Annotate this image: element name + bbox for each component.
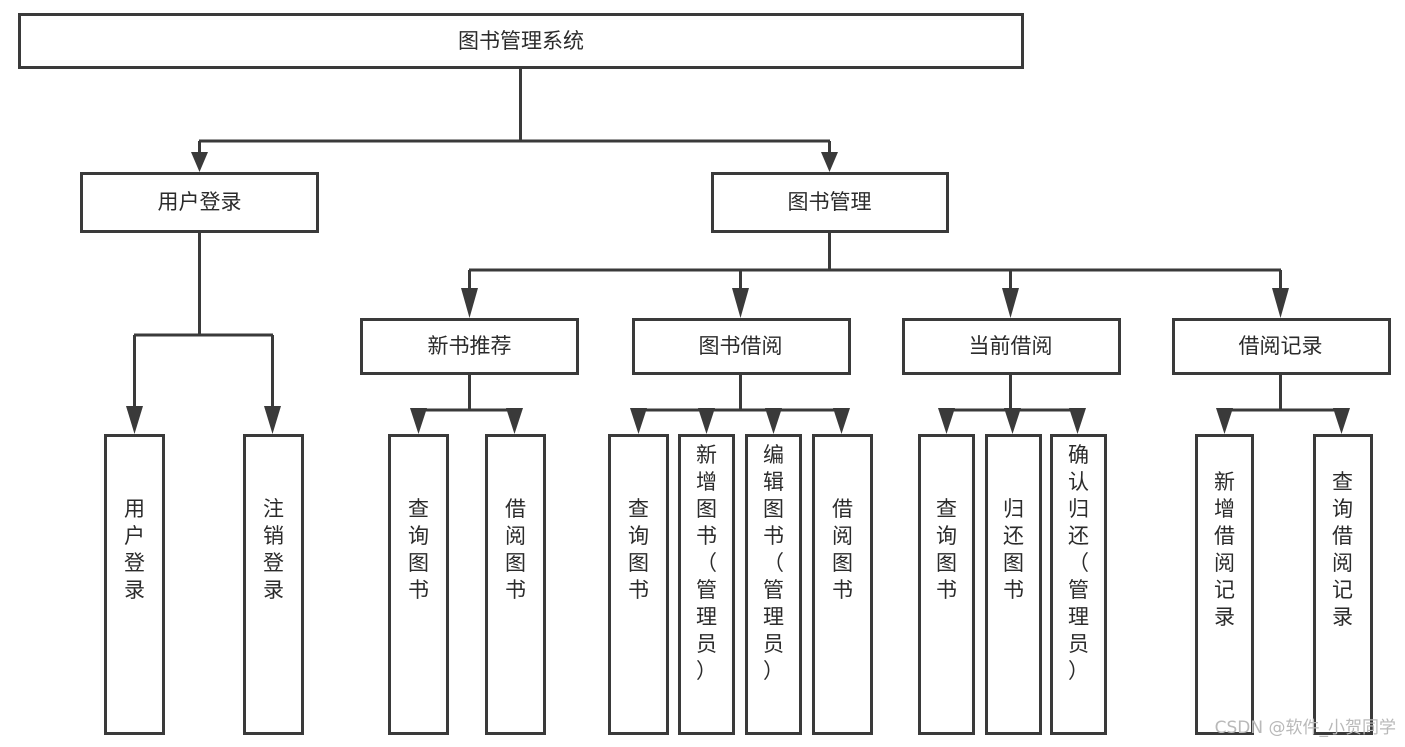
- node-leaf-borrow-book-1-box[interactable]: [485, 434, 546, 735]
- watermark-label: CSDN @软件_小贺同学: [1215, 718, 1396, 738]
- node-current-borrow[interactable]: 当前借阅: [902, 318, 1121, 375]
- node-leaf-add-borrow-record[interactable]: 新增借阅记录: [1195, 434, 1254, 735]
- node-borrow-record-label: 借阅记录: [1239, 334, 1323, 358]
- node-leaf-borrow-book-2-box[interactable]: [812, 434, 873, 735]
- arrow-head-leaf-query-book-2: [630, 408, 647, 434]
- node-leaf-query-book-3[interactable]: 查询图书: [918, 434, 975, 735]
- node-book-manage[interactable]: 图书管理: [711, 172, 949, 233]
- node-leaf-confirm-return[interactable]: 确认归还（管理员）: [1050, 434, 1107, 735]
- node-leaf-add-book-box[interactable]: [678, 434, 735, 735]
- arrow-head-leaf-query-borrow-record: [1333, 408, 1350, 434]
- arrow-head-leaf-edit-book: [765, 408, 782, 434]
- node-leaf-query-book-3-label: 查询图书: [936, 497, 957, 602]
- arrow-head-user-login: [191, 152, 208, 172]
- node-leaf-add-borrow-record-box[interactable]: [1195, 434, 1254, 735]
- node-current-borrow-box[interactable]: [902, 318, 1121, 375]
- arrow-head-leaf-add-borrow-record: [1216, 408, 1233, 434]
- node-new-book-recommend-box[interactable]: [360, 318, 579, 375]
- node-leaf-query-book-1-box[interactable]: [388, 434, 449, 735]
- node-root-label: 图书管理系统: [458, 29, 584, 53]
- connector-layer: [126, 68, 1350, 434]
- node-leaf-add-borrow-record-label: 新增借阅记录: [1214, 470, 1235, 629]
- node-leaf-query-book-1[interactable]: 查询图书: [388, 434, 449, 735]
- node-user-login[interactable]: 用户登录: [80, 172, 319, 233]
- node-leaf-edit-book-box[interactable]: [745, 434, 802, 735]
- node-new-book-recommend-label: 新书推荐: [428, 334, 512, 358]
- node-leaf-confirm-return-box[interactable]: [1050, 434, 1107, 735]
- node-current-borrow-label: 当前借阅: [969, 334, 1053, 358]
- arrow-head-book-borrow: [732, 288, 749, 318]
- node-leaf-logout-login-label: 注销登录: [263, 497, 284, 602]
- node-new-book-recommend[interactable]: 新书推荐: [360, 318, 579, 375]
- arrow-head-leaf-logout-login: [264, 406, 281, 434]
- arrow-head-book-manage: [821, 152, 838, 172]
- node-leaf-add-book[interactable]: 新增图书（管理员）: [678, 434, 735, 735]
- node-leaf-query-book-2[interactable]: 查询图书: [608, 434, 669, 735]
- node-leaf-edit-book-label: 编辑图书（管理员）: [763, 443, 784, 683]
- node-leaf-query-book-1-label: 查询图书: [408, 497, 429, 602]
- node-leaf-borrow-book-2-label: 借阅图书: [832, 497, 853, 602]
- arrow-head-leaf-user-login: [126, 406, 143, 434]
- node-book-manage-box[interactable]: [711, 172, 949, 233]
- node-borrow-record[interactable]: 借阅记录: [1172, 318, 1391, 375]
- node-user-login-box[interactable]: [80, 172, 319, 233]
- node-book-borrow[interactable]: 图书借阅: [632, 318, 851, 375]
- arrow-head-borrow-record: [1272, 288, 1289, 318]
- arrow-head-leaf-query-book-1: [410, 408, 427, 434]
- node-user-login-label: 用户登录: [158, 190, 242, 214]
- node-leaf-logout-login-box[interactable]: [243, 434, 304, 735]
- node-leaf-edit-book[interactable]: 编辑图书（管理员）: [745, 434, 802, 735]
- node-leaf-confirm-return-label: 确认归还（管理员）: [1068, 443, 1089, 683]
- node-leaf-query-borrow-record[interactable]: 查询借阅记录: [1313, 434, 1373, 735]
- arrow-head-leaf-add-book: [698, 408, 715, 434]
- node-leaf-add-book-label: 新增图书（管理员）: [696, 443, 717, 683]
- node-leaf-user-login-box[interactable]: [104, 434, 165, 735]
- node-leaf-query-book-2-box[interactable]: [608, 434, 669, 735]
- node-leaf-logout-login[interactable]: 注销登录: [243, 434, 304, 735]
- arrow-head-leaf-query-book-3: [938, 408, 955, 434]
- node-root[interactable]: 图书管理系统: [18, 13, 1024, 69]
- node-book-manage-label: 图书管理: [788, 190, 872, 214]
- arrow-head-leaf-borrow-book-1: [506, 408, 523, 434]
- node-leaf-user-login-label: 用户登录: [124, 497, 145, 602]
- node-borrow-record-box[interactable]: [1172, 318, 1391, 375]
- node-leaf-borrow-book-1-label: 借阅图书: [505, 497, 526, 602]
- node-leaf-query-book-2-label: 查询图书: [628, 497, 649, 602]
- node-leaf-borrow-book-1[interactable]: 借阅图书: [485, 434, 546, 735]
- node-leaf-return-book[interactable]: 归还图书: [985, 434, 1042, 735]
- node-leaf-borrow-book-2[interactable]: 借阅图书: [812, 434, 873, 735]
- arrow-head-leaf-return-book: [1004, 408, 1021, 434]
- node-root-box[interactable]: [18, 13, 1024, 69]
- arrow-head-new-book-recommend: [461, 288, 478, 318]
- node-book-borrow-box[interactable]: [632, 318, 851, 375]
- node-leaf-return-book-box[interactable]: [985, 434, 1042, 735]
- node-book-borrow-label: 图书借阅: [699, 334, 783, 358]
- node-leaf-return-book-label: 归还图书: [1003, 497, 1024, 602]
- arrow-head-leaf-borrow-book-2: [833, 408, 850, 434]
- node-leaf-query-borrow-record-box[interactable]: [1313, 434, 1373, 735]
- node-leaf-query-book-3-box[interactable]: [918, 434, 975, 735]
- arrow-head-current-borrow: [1002, 288, 1019, 318]
- node-leaf-user-login[interactable]: 用户登录: [104, 434, 165, 735]
- arrow-head-leaf-confirm-return: [1069, 408, 1086, 434]
- node-leaf-query-borrow-record-label: 查询借阅记录: [1332, 470, 1353, 629]
